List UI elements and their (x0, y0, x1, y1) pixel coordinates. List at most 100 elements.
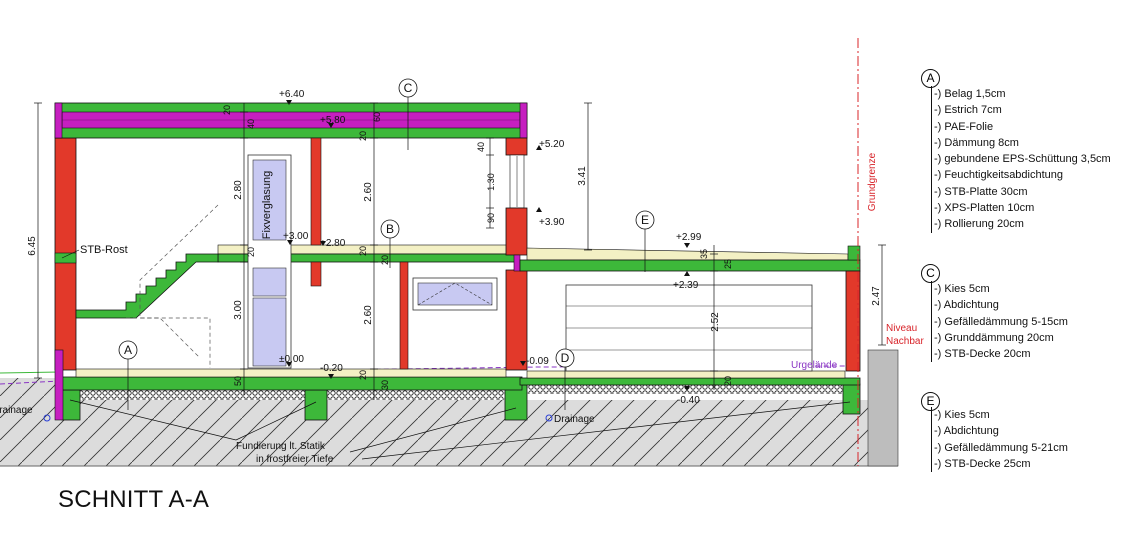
level-ground-slab: -0.20 (320, 363, 343, 374)
legend-c: -) Kies 5cm -) Abdichtung -) Gefälledämm… (931, 281, 1068, 363)
legend-e-item: -) STB-Decke 25cm (934, 457, 1031, 470)
section-title: SCHNITT A-A (58, 486, 210, 513)
roof-edge-left (54, 102, 63, 139)
marker-b-circle (380, 219, 400, 239)
legend-e: -) Kies 5cm -) Abdichtung -) Gefälledämm… (931, 407, 1068, 473)
legend-a-item: -) XPS-Platten 10cm (934, 202, 1035, 215)
marker-d-circle (555, 348, 575, 368)
dim-garage-roof-build-up: 35 (699, 249, 709, 259)
gravel-bed (80, 390, 505, 400)
dim-ground-slab-left: 50 (233, 376, 243, 386)
level-ground-floor: ±0.00 (279, 354, 304, 365)
level-garage-roof-top: +2.99 (676, 232, 702, 243)
level-garage-floor: -0.09 (526, 356, 549, 367)
legend-c-item: -) Grunddämmung 20cm (934, 331, 1054, 344)
foundation-mid (304, 389, 328, 421)
dim-ground-storey-mid: 2.60 (363, 305, 374, 325)
level-upper-floor: +3.00 (283, 231, 309, 242)
left-ring-beam (54, 252, 77, 264)
legend-a-item: -) Feuchtigkeitsabdichtung (934, 169, 1064, 182)
dim-ground-build-up: 20 (358, 370, 368, 380)
level-garage-roof-bottom: +2.39 (673, 280, 699, 291)
ground-window-swing (417, 282, 493, 306)
foundation-garage (842, 383, 861, 415)
marker-a-label: A (124, 343, 132, 357)
dim-roof-slab-mid: 60 (372, 112, 382, 122)
legend-a-item: -) PAE-Folie (934, 120, 994, 133)
staircase (75, 253, 219, 319)
dim-right-height: 3.41 (577, 166, 588, 186)
legend-a-item: -) Estrich 7cm (934, 104, 1002, 117)
dim-window-height: 1.30 (486, 173, 496, 191)
level-markers (286, 100, 690, 391)
dim-window-sill: 90 (486, 213, 496, 223)
dim-ground-slab-mid: 30 (380, 380, 390, 390)
dim-garage-roof-slab: 25 (723, 259, 733, 269)
right-wall-mid (505, 207, 528, 256)
garage-screed (526, 370, 846, 379)
marker-b-label: B (386, 222, 394, 236)
drainage-left-icon (43, 414, 51, 422)
marker-e-circle (635, 210, 655, 230)
ground-slab (61, 376, 523, 391)
ground-window-glass (417, 282, 493, 306)
legend-a-item: -) Belag 1,5cm (934, 88, 1006, 100)
label-drainage-right: Drainage (554, 414, 595, 425)
garage-wall (845, 270, 861, 372)
soil-hatch (0, 378, 60, 466)
legend-e-marker: E (921, 392, 940, 411)
legend-a: -) Belag 1,5cm -) Estrich 7cm -) PAE-Fol… (931, 86, 1111, 233)
label-fundierung-line2: in frostfreier Tiefe (256, 454, 334, 465)
dim-upper-slab-mid2: 20 (380, 255, 390, 265)
label-stb-rost: STB-Rost (80, 244, 128, 256)
leader-lines (69, 95, 851, 460)
neighbour-wall (867, 349, 899, 467)
stair-outline (139, 204, 219, 368)
stb-rost-leader (61, 249, 80, 259)
marker-c-circle (398, 78, 418, 98)
right-wall-top (505, 137, 528, 156)
label-urgelaende: Urgelände (791, 360, 838, 371)
dim-upper-slab-mid: 20 (358, 246, 368, 256)
terrain-line-left (0, 371, 61, 374)
dim-upper-storey-left: 2.80 (233, 180, 244, 200)
marker-a-circle (118, 340, 138, 360)
fix-glazing-upper (252, 159, 287, 241)
dim-window-lintel: 40 (476, 142, 486, 152)
dim-ground-storey-left: 3.00 (233, 300, 244, 320)
dim-garage-clear-height: 2.52 (710, 312, 721, 332)
label-grundgrenze: Grundgrenze (867, 152, 878, 211)
legend-c-marker: C (921, 264, 940, 283)
fix-glazing-mid (252, 267, 287, 297)
inner-wall-ground (399, 261, 409, 370)
dim-garage-slab: 20 (723, 376, 733, 386)
level-garage-base: -0.40 (677, 395, 700, 406)
level-upper-window-top: +5.20 (539, 139, 565, 150)
legend-c-item: -) Gefälledämmung 5-15cm (934, 315, 1068, 328)
garage-slab (519, 377, 861, 386)
right-wall-insulation (513, 254, 521, 272)
fix-glazing-lower (252, 297, 287, 367)
foundation-left (61, 389, 81, 421)
label-niveau-line2: Nachbar (886, 336, 924, 347)
dim-upper-slab-left: 20 (246, 247, 256, 257)
left-wall-insulation (54, 349, 64, 421)
legend-c-item: -) Kies 5cm (934, 283, 990, 295)
roof-edge-right (519, 102, 528, 139)
legend-e-item: -) Kies 5cm (934, 409, 990, 421)
garage-roof-buildup (526, 247, 849, 261)
marker-c-label: C (404, 81, 413, 95)
legend-c-item: -) Abdichtung (934, 299, 999, 312)
marker-d-label: D (561, 351, 570, 365)
dim-upper-storey-mid: 2.60 (363, 182, 374, 202)
stair-lower (126, 317, 201, 359)
soil-hatch-main (60, 352, 898, 466)
dim-roof-slab-mid2: 20 (358, 131, 368, 141)
legend-a-item: -) Rollierung 20cm (934, 218, 1024, 231)
ground-screed (75, 368, 507, 378)
dim-overall-height: 6.45 (27, 236, 38, 256)
label-fundierung-line1: Fundierung lt. Statik (236, 441, 326, 452)
dim-roof-build-up: 20 (222, 105, 232, 115)
label-fixverglasung: Fixverglasung (261, 171, 273, 239)
